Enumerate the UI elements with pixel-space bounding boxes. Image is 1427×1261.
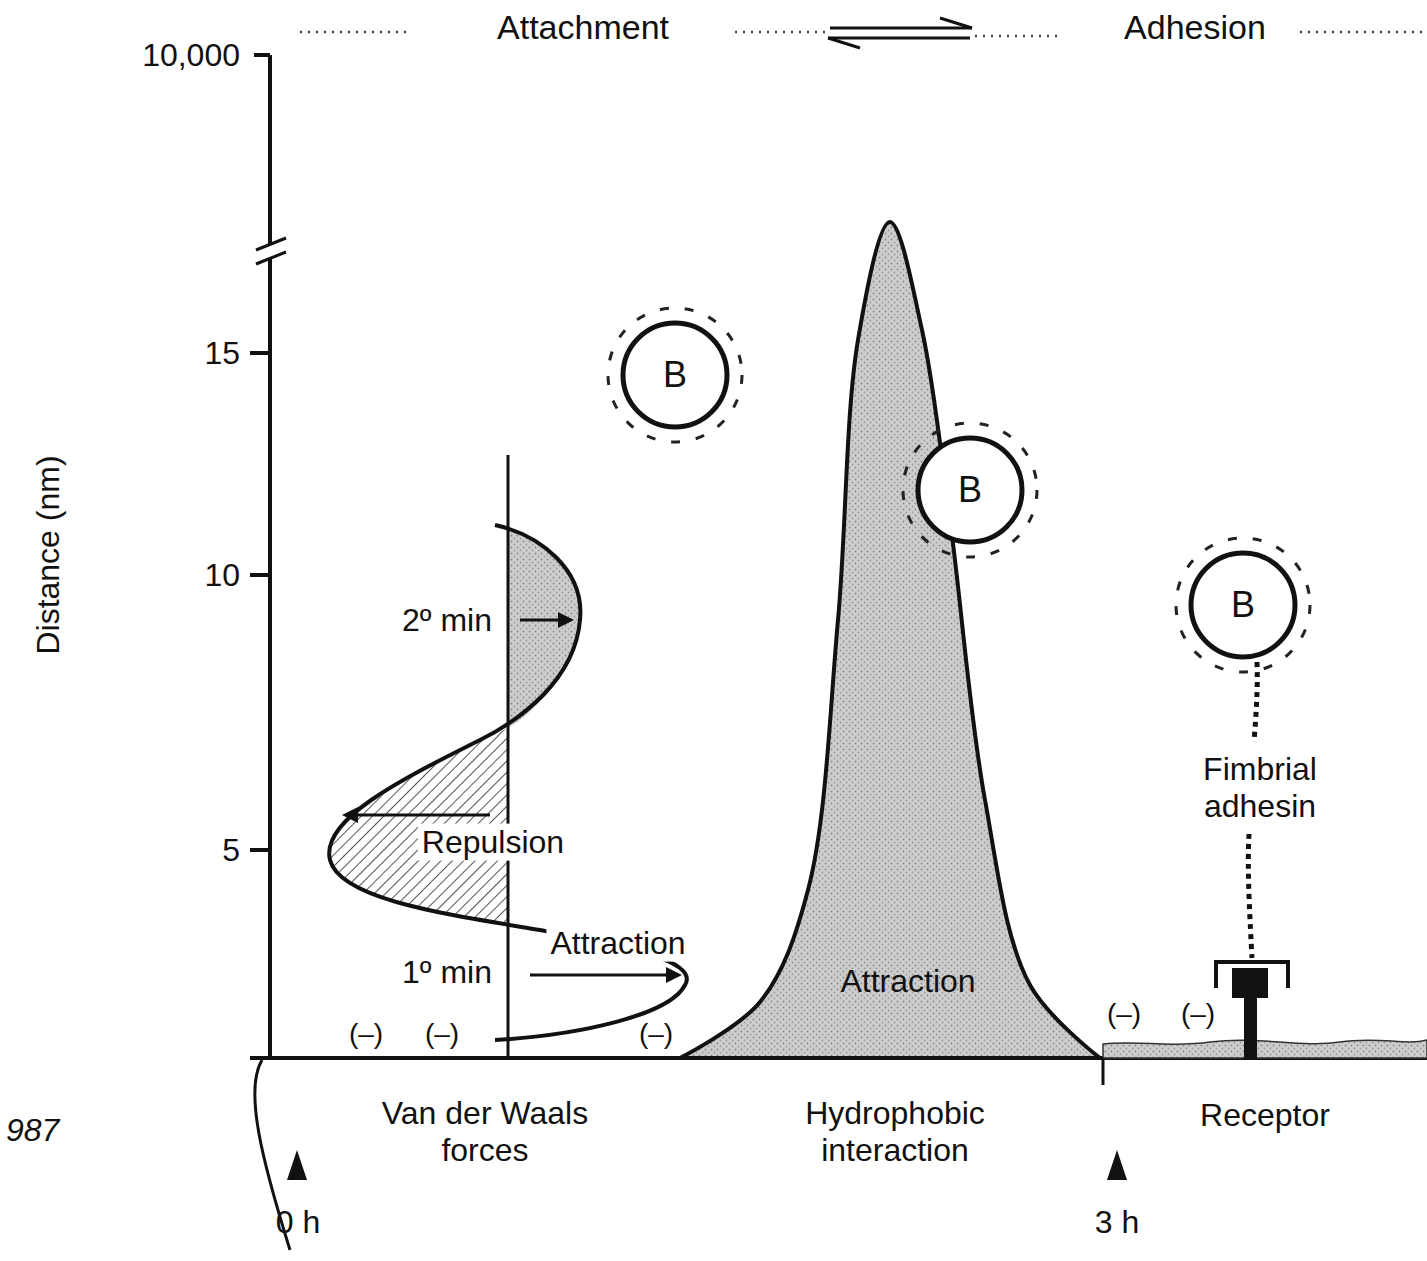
receptor-head bbox=[1232, 968, 1268, 998]
minimum-label: 1º min bbox=[402, 954, 492, 991]
cell-letter: B bbox=[663, 357, 687, 393]
peak-outline bbox=[680, 220, 1100, 1060]
charge-sign: (–) bbox=[1107, 998, 1141, 1030]
citation-year: 987 bbox=[6, 1112, 59, 1149]
energy-axis bbox=[507, 455, 510, 1060]
distance-axis bbox=[250, 55, 1427, 1250]
time-label: 0 h bbox=[276, 1204, 320, 1241]
structure-label: Fimbrial adhesin bbox=[1165, 751, 1355, 825]
structure-label: Receptor bbox=[1200, 1097, 1330, 1134]
cell-letter: B bbox=[958, 472, 982, 508]
minimum-label: 2º min bbox=[402, 602, 492, 639]
phase-label: Attachment bbox=[497, 8, 669, 47]
phase-label: Adhesion bbox=[1124, 8, 1266, 47]
adhesin-tip bbox=[1216, 962, 1288, 988]
axis-tick: 15 bbox=[204, 335, 240, 372]
time-marker bbox=[1107, 1150, 1127, 1180]
charge-sign: (–) bbox=[639, 1018, 673, 1050]
axis-tick: 10 bbox=[204, 557, 240, 594]
charge-sign: (–) bbox=[425, 1018, 459, 1050]
force-label: Attraction bbox=[840, 965, 975, 997]
equilibrium-arrow bbox=[828, 18, 972, 48]
energy-curve bbox=[329, 525, 687, 1040]
cell-letter: B bbox=[1231, 587, 1255, 623]
bacterium-cell: B bbox=[1188, 550, 1298, 660]
charge-sign: (–) bbox=[349, 1018, 383, 1050]
receptor-stem bbox=[1244, 990, 1257, 1060]
force-name: Hydrophobic interaction bbox=[750, 1095, 1040, 1169]
bacterium-cell: B bbox=[915, 435, 1025, 545]
secondary-minimum-fill bbox=[508, 528, 580, 728]
host-surface bbox=[1103, 1040, 1427, 1058]
force-label: Repulsion bbox=[418, 824, 568, 861]
charge-sign: (–) bbox=[1181, 998, 1215, 1030]
time-label: 3 h bbox=[1095, 1204, 1139, 1241]
force-name: Van der Waals forces bbox=[335, 1095, 635, 1169]
time-marker bbox=[287, 1150, 307, 1180]
bacterium-cell: B bbox=[620, 320, 730, 430]
axis-title: Distance (nm) bbox=[30, 455, 67, 654]
axis-tick: 5 bbox=[222, 832, 240, 869]
axis-tick: 10,000 bbox=[142, 37, 240, 74]
hydrophobic-peak: Attraction bbox=[680, 220, 1100, 1060]
force-label: Attraction bbox=[546, 925, 689, 962]
